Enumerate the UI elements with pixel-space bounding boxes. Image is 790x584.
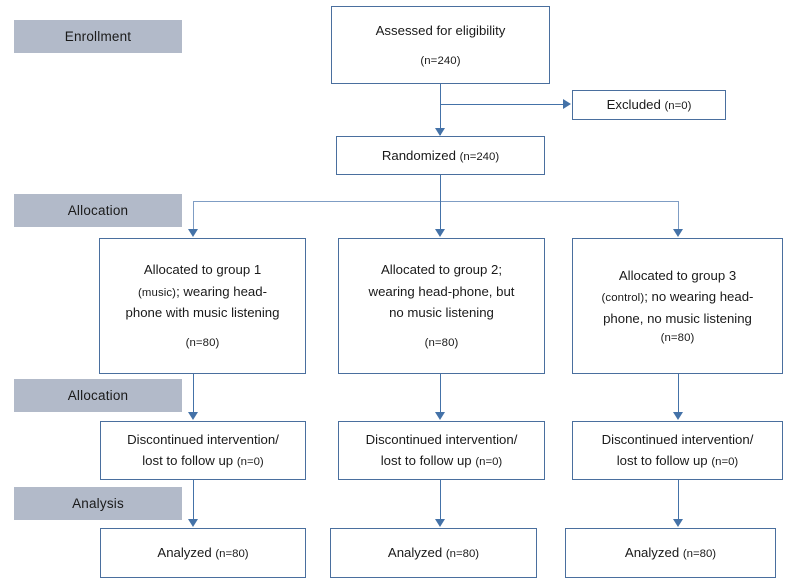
randomized-label: Randomized <box>381 147 460 163</box>
connector-randomized-stem <box>440 175 442 202</box>
analyzed3-count: (n=80) <box>682 548 717 561</box>
discontinued3-count: (n=0) <box>711 456 739 469</box>
node-analyzed-3: Analyzed (n=80) <box>565 528 776 578</box>
discontinued3-line-2-text: lost to follow up <box>616 453 712 469</box>
stage-band-enrollment-label: Enrollment <box>64 29 132 44</box>
arrowhead-discontinued2 <box>435 412 445 420</box>
node-allocated-group-2: Allocated to group 2; wearing head-phone… <box>338 238 545 374</box>
discontinued2-line-2: lost to follow up (n=0) <box>345 450 538 471</box>
connector-discontinued3-to-analyzed <box>678 480 680 524</box>
analyzed2-count: (n=80) <box>445 548 480 561</box>
node-discontinued-2: Discontinued intervention/ lost to follo… <box>338 421 545 480</box>
analyzed1-label: Analyzed <box>157 545 216 561</box>
group1-line-3: phone with music listening <box>125 305 280 320</box>
discontinued1-line-2-text: lost to follow up <box>142 453 237 469</box>
excluded-count: (n=0) <box>664 100 692 113</box>
group2-line-3: no music listening <box>389 304 494 320</box>
group1-line-2: (music); wearing head- <box>106 281 299 302</box>
analyzed2-label: Analyzed <box>387 545 446 561</box>
group3-count: (n=80) <box>660 331 695 344</box>
node-excluded: Excluded (n=0) <box>572 90 726 120</box>
connector-discontinued2-to-analyzed <box>440 480 442 524</box>
stage-band-allocation-2-label: Allocation <box>67 388 129 403</box>
node-allocated-group-1: Allocated to group 1 (music); wearing he… <box>99 238 306 374</box>
group1-condition: (music) <box>138 286 177 299</box>
discontinued2-line-1: Discontinued intervention/ <box>365 432 518 448</box>
discontinued1-count: (n=0) <box>236 456 264 469</box>
discontinued1-line-1: Discontinued intervention/ <box>127 432 279 448</box>
group3-line-3: phone, no music listening <box>603 310 752 326</box>
arrowhead-analyzed3 <box>673 519 683 527</box>
connector-drop-group2 <box>440 201 442 234</box>
group3-line-2-rest: ; no wearing head- <box>644 289 754 305</box>
node-discontinued-3: Discontinued intervention/ lost to follo… <box>572 421 783 480</box>
excluded-text: Excluded (n=0) <box>579 94 719 115</box>
arrowhead-discontinued1 <box>188 412 198 420</box>
arrowhead-group2 <box>435 229 445 237</box>
analyzed1-text: Analyzed (n=80) <box>107 542 299 563</box>
node-analyzed-2: Analyzed (n=80) <box>330 528 537 578</box>
group2-count: (n=80) <box>424 337 459 350</box>
excluded-label: Excluded <box>606 97 665 113</box>
connector-group1-to-discontinued <box>193 374 195 417</box>
arrowhead-analyzed1 <box>188 519 198 527</box>
arrowhead-excluded <box>563 99 571 109</box>
node-analyzed-1: Analyzed (n=80) <box>100 528 306 578</box>
stage-band-allocation-label: Allocation <box>67 203 129 218</box>
discontinued1-line-2: lost to follow up (n=0) <box>107 450 299 471</box>
group1-line-1: Allocated to group 1 <box>143 262 262 278</box>
arrowhead-analyzed2 <box>435 519 445 527</box>
connector-allocation-bus <box>193 201 679 203</box>
group3-line-1: Allocated to group 3 <box>618 267 737 283</box>
arrowhead-randomized <box>435 128 445 136</box>
analyzed3-text: Analyzed (n=80) <box>572 542 769 563</box>
connector-group2-to-discontinued <box>440 374 442 417</box>
group3-condition: (control) <box>601 292 645 305</box>
stage-band-allocation-2: Allocation <box>14 379 182 412</box>
connector-drop-group3 <box>678 201 680 234</box>
group3-line-2: (control); no wearing head- <box>579 286 776 307</box>
connector-discontinued1-to-analyzed <box>193 480 195 524</box>
stage-band-allocation: Allocation <box>14 194 182 227</box>
connector-drop-group1 <box>193 201 195 234</box>
arrowhead-group3 <box>673 229 683 237</box>
stage-band-analysis: Analysis <box>14 487 182 520</box>
arrowhead-discontinued3 <box>673 412 683 420</box>
discontinued2-count: (n=0) <box>475 456 503 469</box>
group1-line-2-rest: ; wearing head- <box>176 283 267 299</box>
analyzed1-count: (n=80) <box>215 548 249 561</box>
assessed-count: (n=240) <box>420 54 461 67</box>
node-allocated-group-3: Allocated to group 3 (control); no weari… <box>572 238 783 374</box>
group2-line-1: Allocated to group 2; <box>381 262 502 278</box>
group1-count: (n=80) <box>185 337 220 350</box>
connector-group3-to-discontinued <box>678 374 680 417</box>
discontinued3-line-2: lost to follow up (n=0) <box>579 450 776 471</box>
discontinued2-line-2-text: lost to follow up <box>380 453 476 469</box>
node-assessed-for-eligibility: Assessed for eligibility (n=240) <box>331 6 550 84</box>
analyzed2-text: Analyzed (n=80) <box>337 542 530 563</box>
node-discontinued-1: Discontinued intervention/ lost to follo… <box>100 421 306 480</box>
group2-line-2: wearing head-phone, but <box>368 283 515 299</box>
randomized-count: (n=240) <box>459 150 500 163</box>
arrowhead-group1 <box>188 229 198 237</box>
discontinued3-line-1: Discontinued intervention/ <box>601 432 754 448</box>
randomized-text: Randomized (n=240) <box>343 145 538 166</box>
node-randomized: Randomized (n=240) <box>336 136 545 175</box>
stage-band-enrollment: Enrollment <box>14 20 182 53</box>
stage-band-analysis-label: Analysis <box>72 496 124 511</box>
assessed-line-1: Assessed for eligibility <box>375 22 506 38</box>
connector-assessed-to-randomized <box>440 84 442 135</box>
connector-to-excluded <box>440 104 565 106</box>
analyzed3-label: Analyzed <box>624 545 683 561</box>
